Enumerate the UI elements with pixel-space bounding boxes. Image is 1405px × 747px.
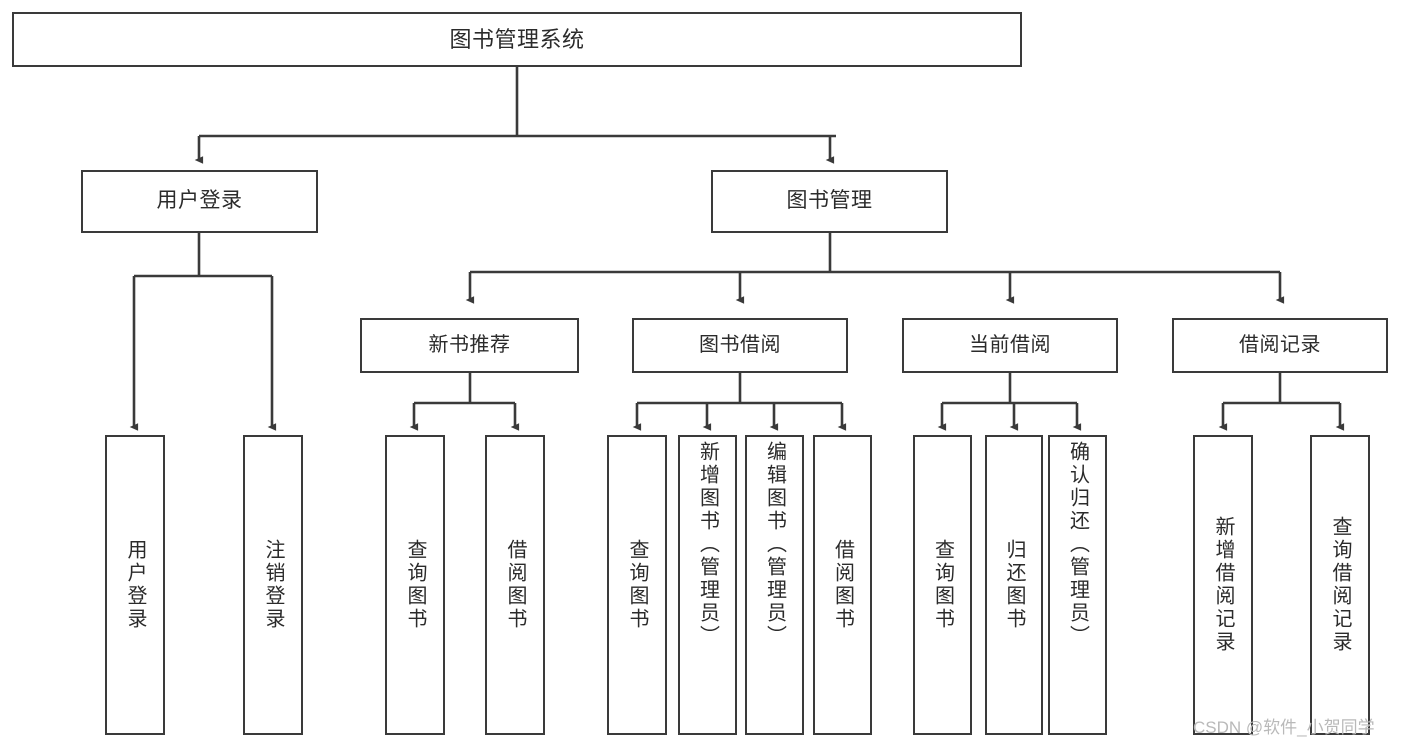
leaf-add-borrow-record[interactable]: 新增借阅记录: [1193, 435, 1253, 735]
leaf-query-book-2[interactable]: 查询图书: [607, 435, 667, 735]
node-user-login[interactable]: 用户登录: [81, 170, 318, 233]
node-book-borrow[interactable]: 图书借阅: [632, 318, 848, 373]
leaf-edit-book-admin-label: 编辑图书（管理员）: [763, 441, 786, 648]
leaf-return-book-label: 归还图书: [1003, 539, 1025, 631]
node-new-book-recommend-label: 新书推荐: [428, 334, 511, 356]
node-borrow-record[interactable]: 借阅记录: [1172, 318, 1388, 373]
leaf-query-book-2-label: 查询图书: [626, 539, 648, 631]
leaf-logout[interactable]: 注销登录: [243, 435, 303, 735]
node-root[interactable]: 图书管理系统: [12, 12, 1022, 67]
leaf-query-book-3[interactable]: 查询图书: [913, 435, 972, 735]
leaf-query-borrow-record[interactable]: 查询借阅记录: [1310, 435, 1370, 735]
leaf-borrow-book-1[interactable]: 借阅图书: [485, 435, 545, 735]
leaf-confirm-return-admin[interactable]: 确认归还（管理员）: [1048, 435, 1107, 735]
leaf-borrow-book-2-label: 借阅图书: [831, 539, 854, 631]
leaf-query-borrow-record-label: 查询借阅记录: [1329, 516, 1351, 654]
leaf-logout-label: 注销登录: [262, 539, 284, 631]
leaf-add-book-admin-label: 新增图书（管理员）: [696, 441, 719, 648]
leaf-add-borrow-record-label: 新增借阅记录: [1212, 516, 1234, 654]
leaf-return-book[interactable]: 归还图书: [985, 435, 1043, 735]
node-new-book-recommend[interactable]: 新书推荐: [360, 318, 579, 373]
leaf-query-book-1-label: 查询图书: [404, 539, 426, 631]
leaf-add-book-admin[interactable]: 新增图书（管理员）: [678, 435, 737, 735]
node-root-label: 图书管理系统: [449, 26, 585, 52]
leaf-user-login-label: 用户登录: [124, 539, 146, 631]
node-current-borrow[interactable]: 当前借阅: [902, 318, 1118, 373]
leaf-user-login[interactable]: 用户登录: [105, 435, 165, 735]
leaf-confirm-return-admin-label: 确认归还（管理员）: [1066, 441, 1089, 648]
node-user-login-label: 用户登录: [156, 189, 243, 213]
node-current-borrow-label: 当前借阅: [969, 334, 1051, 356]
leaf-borrow-book-2[interactable]: 借阅图书: [813, 435, 872, 735]
leaf-query-book-1[interactable]: 查询图书: [385, 435, 445, 735]
leaf-query-book-3-label: 查询图书: [931, 539, 954, 631]
node-book-management[interactable]: 图书管理: [711, 170, 948, 233]
node-book-borrow-label: 图书借阅: [699, 334, 781, 356]
leaf-borrow-book-1-label: 借阅图书: [504, 539, 526, 631]
leaf-edit-book-admin[interactable]: 编辑图书（管理员）: [745, 435, 804, 735]
node-book-management-label: 图书管理: [786, 189, 873, 213]
node-borrow-record-label: 借阅记录: [1239, 334, 1321, 356]
